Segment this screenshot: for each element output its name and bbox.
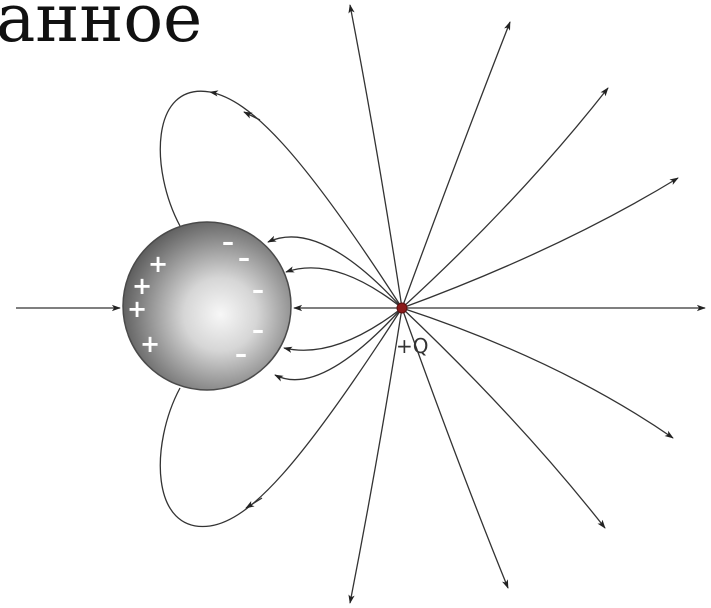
field-line-to-sphere-4 (283, 307, 403, 353)
field-line-loop-bottom-arrow (245, 497, 263, 509)
field-line-loop-top (159, 90, 403, 309)
field-line-down-right-2 (401, 307, 606, 529)
positive-sign: + (132, 272, 152, 300)
point-charge-label: +Q (396, 334, 429, 358)
field-line-loop-bottom (159, 307, 403, 527)
field-line-to-sphere-1 (267, 235, 403, 309)
negative-sign: – (238, 244, 250, 272)
negative-sign: – (252, 276, 264, 304)
field-line-up-right-2 (401, 87, 609, 309)
field-line-loop-top-arrow (243, 111, 261, 121)
field-line-up-right-1 (401, 21, 511, 309)
positive-sign: + (127, 295, 147, 323)
negative-sign: – (222, 228, 234, 256)
negative-sign: – (235, 340, 247, 368)
negative-sign: – (252, 316, 264, 344)
field-line-down-right-1 (401, 307, 509, 589)
positive-sign: + (140, 330, 160, 358)
point-charge-icon (396, 302, 408, 314)
field-line-down-right-3 (401, 307, 674, 439)
field-line-up (348, 4, 403, 309)
field-line-to-sphere-2 (285, 266, 403, 309)
field-line-to-sphere-5 (274, 307, 403, 382)
positive-sign: + (148, 250, 168, 278)
conducting-sphere-icon (122, 221, 292, 391)
heading-text: анное (0, 0, 203, 57)
field-line-up-right-3 (401, 177, 679, 309)
field-line-down (348, 307, 403, 604)
